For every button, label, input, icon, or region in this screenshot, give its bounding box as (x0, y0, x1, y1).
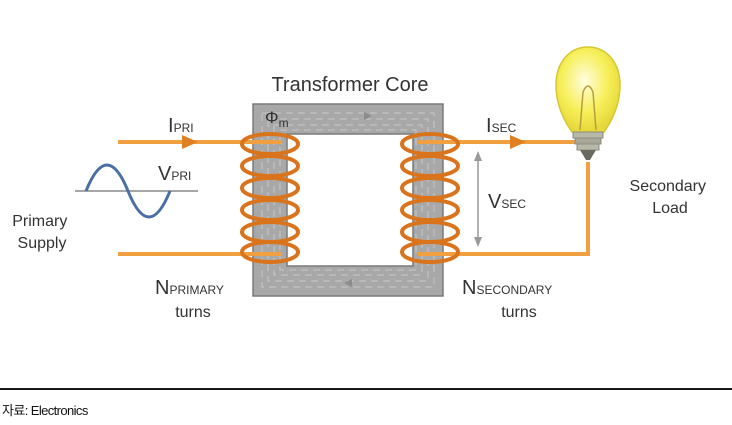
primary-coil (240, 132, 300, 264)
flux-label: Φm (265, 108, 289, 130)
secondary-voltage-arrow-icon (474, 151, 482, 247)
secondary-coil (400, 132, 460, 264)
secondary-load-label: Secondary Load (630, 178, 711, 217)
primary-voltage-label: VPRI (158, 163, 191, 185)
secondary-turns-label: NSECONDARY (462, 277, 552, 299)
secondary-current-arrow-icon (510, 135, 526, 149)
primary-turns-sublabel: turns (175, 304, 211, 321)
sine-wave-icon (75, 163, 198, 219)
primary-current-arrow-icon (182, 135, 198, 149)
primary-wires (118, 140, 282, 256)
primary-turns-label: NPRIMARY (155, 277, 224, 299)
primary-supply-label: Primary Supply (12, 213, 72, 252)
secondary-current-label: ISEC (486, 115, 517, 137)
primary-current-label: IPRI (168, 115, 194, 137)
core-title: Transformer Core (271, 74, 428, 96)
source-caption: 자료: Electronics (2, 403, 88, 418)
secondary-turns-sublabel: turns (501, 304, 537, 321)
flux-arrow-icon (344, 112, 372, 287)
divider (0, 388, 732, 390)
secondary-voltage-label: VSEC (488, 191, 526, 213)
light-bulb-icon (555, 46, 621, 160)
transformer-diagram: Transformer Core Φm IPRI VPRI ISEC VSEC … (12, 46, 711, 321)
